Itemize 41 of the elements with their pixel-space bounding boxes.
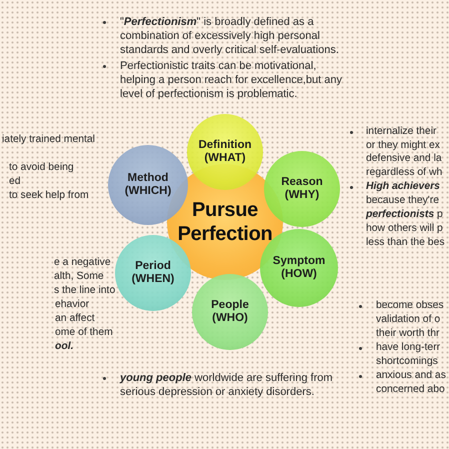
cut-off-text-line: or they might ex	[366, 139, 440, 153]
cut-off-text-line: validation of o	[376, 313, 440, 327]
cut-off-text-line: to avoid being	[9, 161, 74, 175]
bullet-text: Perfectionistic traits can be motivational, helping a person reach for excellence,but any level of perfectionism is problematic.	[120, 59, 343, 101]
cut-off-text-line: perfectionists p	[366, 208, 443, 222]
cut-off-text-line: their worth thr	[376, 327, 440, 341]
cut-off-text-line: High achievers	[366, 180, 440, 194]
circle-label: Reason (WHY)	[280, 176, 324, 202]
cut-off-text-line: ome of them	[55, 326, 113, 340]
circle-label: Period (WHEN)	[130, 260, 176, 286]
cut-off-text-line: regardless of wh	[366, 166, 442, 180]
cut-off-text-line: ool.	[55, 340, 74, 354]
cut-off-text-line: internalize their	[366, 125, 436, 139]
circle-label: Definition (WHAT)	[197, 139, 253, 165]
cut-off-text-line: s the line into	[54, 284, 116, 298]
topic-circle	[192, 274, 268, 350]
cut-off-text-line: alth, Some	[54, 270, 104, 284]
center-title: Pursue Perfection	[176, 198, 274, 246]
cut-off-text-line: to seek help from	[9, 189, 89, 203]
bullet-text: "Perfectionism" is broadly defined as a combination of excessively high personal standards and overly critical self-evaluations.	[120, 15, 340, 57]
cut-off-text-line: anxious and as	[376, 369, 446, 383]
topic-circle	[187, 114, 263, 190]
cut-off-text-line: ehavior	[55, 298, 90, 312]
cut-off-text-line: less than the bes	[366, 236, 445, 250]
cut-off-text-line: e a negative	[54, 256, 111, 270]
cut-off-text-line: because they're	[366, 194, 440, 208]
cut-off-text-line: ed	[9, 175, 21, 189]
circle-label: Symptom (HOW)	[272, 255, 326, 281]
bullet-text: young people worldwide are suffering from serious depression or anxiety disorders.	[120, 371, 334, 399]
cut-off-text-line: how others will p	[366, 222, 443, 236]
cut-off-text-line: have long-terr	[376, 341, 440, 355]
cut-off-text-line: iately trained mental	[2, 133, 95, 147]
circle-label: People (WHO)	[210, 299, 250, 325]
cut-off-text-line: an affect	[55, 312, 95, 326]
topic-circle	[108, 145, 188, 225]
cut-off-text-line: defensive and la	[366, 152, 442, 166]
cut-off-text-line: become obses	[376, 299, 444, 313]
cut-off-text-line: shortcomings	[376, 355, 438, 369]
topic-circle	[264, 151, 340, 227]
cut-off-text-line: concerned abo	[376, 383, 445, 397]
circle-label: Method (WHICH)	[124, 172, 172, 198]
